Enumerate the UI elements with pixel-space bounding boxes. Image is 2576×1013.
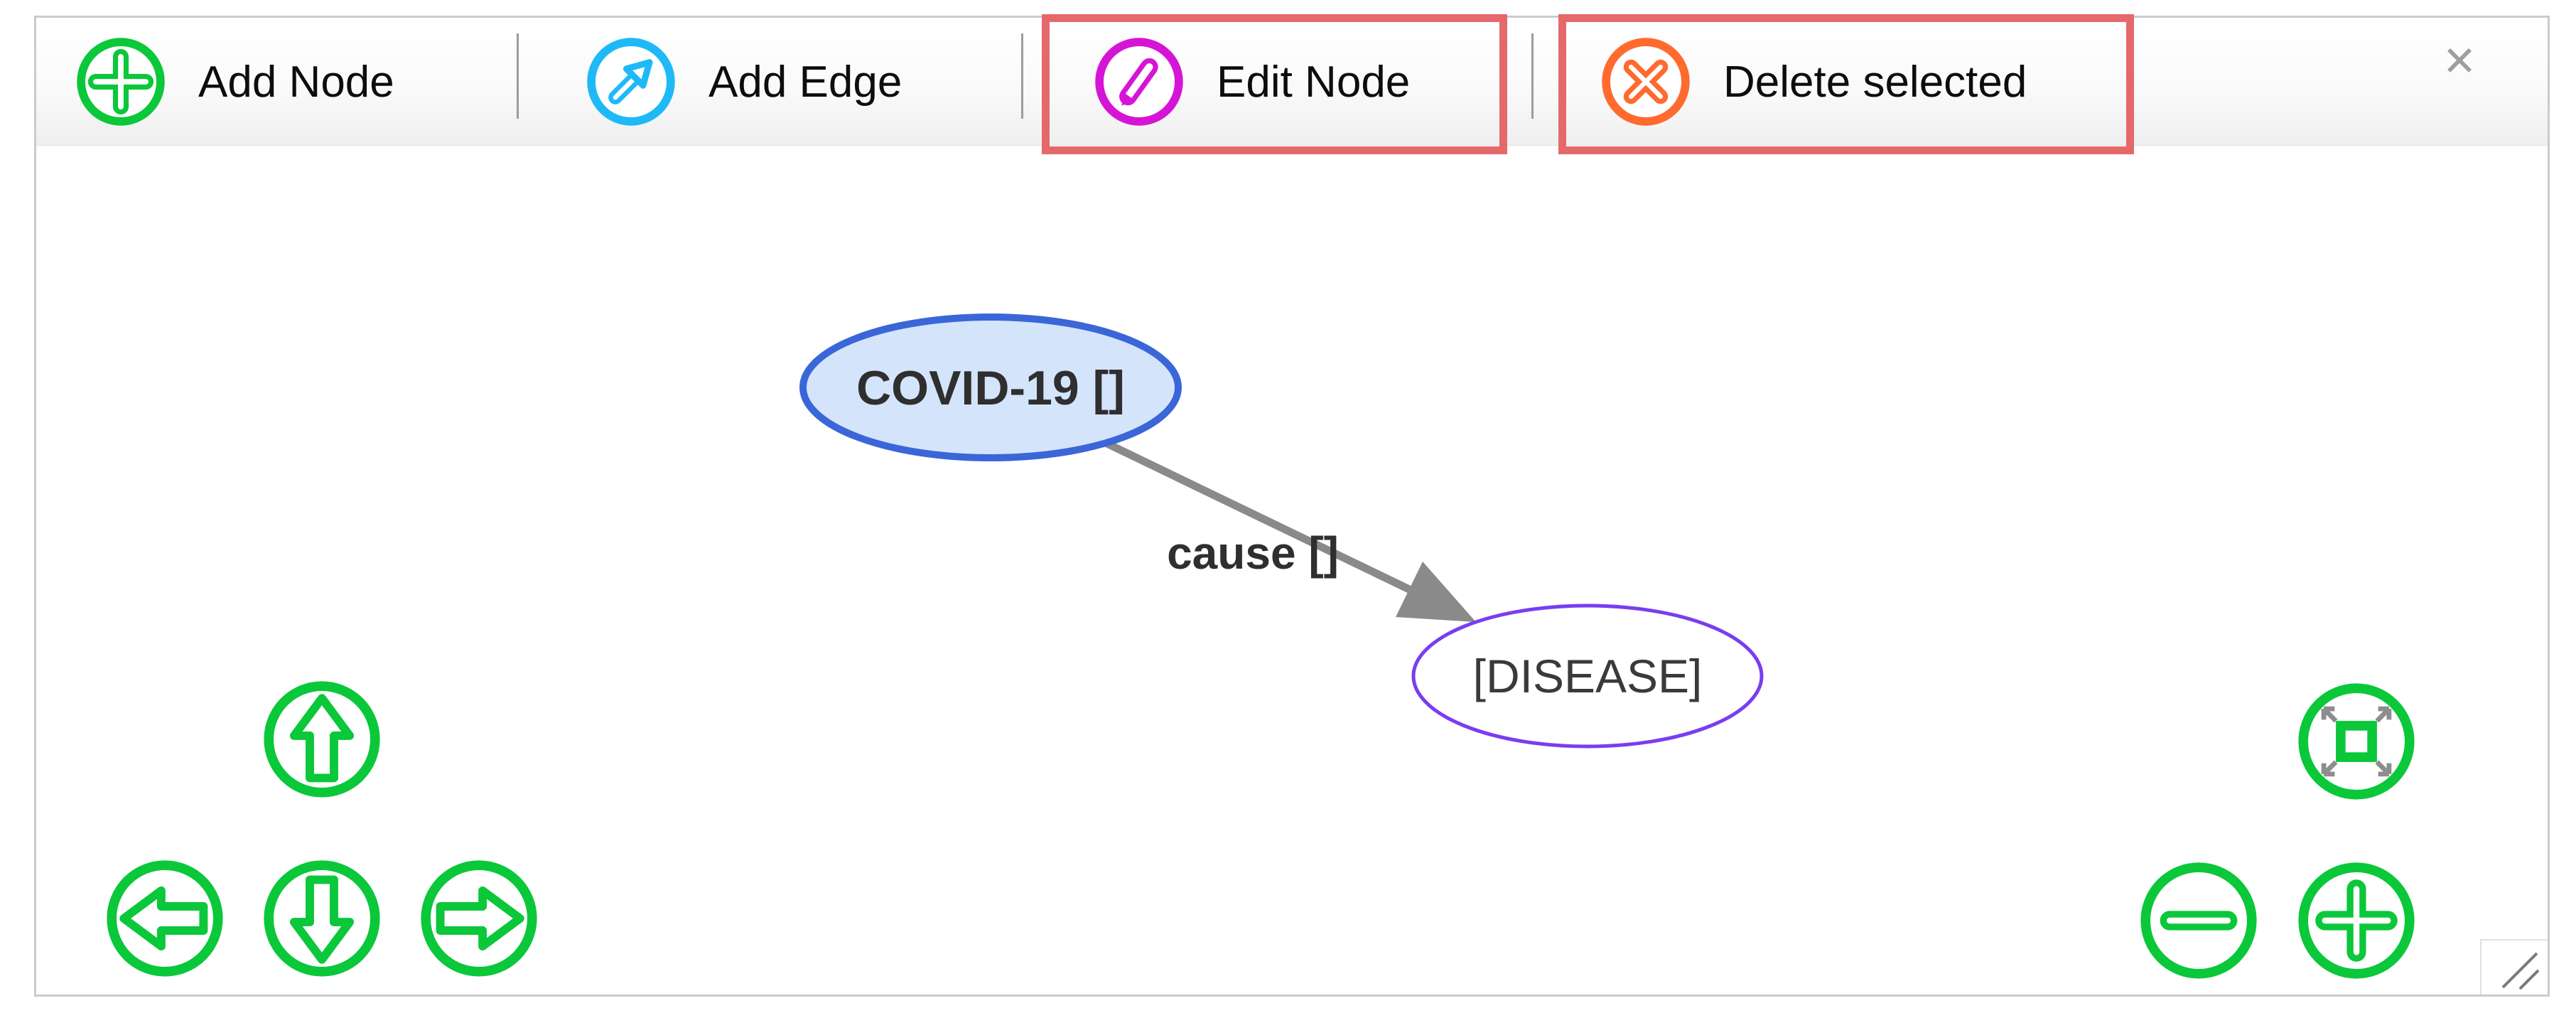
pencil-circle-icon (1095, 38, 1183, 126)
toolbar-separator (517, 33, 519, 119)
add-edge-button[interactable]: Add Edge (585, 36, 902, 128)
arrow-right-icon (421, 860, 537, 977)
delete-selected-label: Delete selected (1723, 57, 2027, 107)
pan-up-button[interactable] (262, 679, 382, 800)
node-covid19[interactable]: COVID-19 [] (799, 313, 1182, 461)
zoom-out-button[interactable] (2138, 860, 2259, 981)
zoom-in-button[interactable] (2296, 860, 2417, 981)
disease-node-label: [DISEASE] (1473, 650, 1703, 702)
network-canvas[interactable]: cause [] COVID-19 [] [DISEASE] (36, 18, 2548, 995)
covid19-node-label: COVID-19 [] (856, 361, 1125, 415)
edge-line (1104, 439, 1411, 593)
arrow-up-icon (264, 681, 380, 798)
edge-arrowhead-icon (1396, 562, 1476, 622)
edge-cause[interactable]: cause [] (1104, 439, 1476, 622)
minus-circle-icon (2140, 862, 2257, 979)
edge-label: cause [] (1167, 527, 1339, 579)
edit-node-button[interactable]: Edit Node (1093, 36, 1410, 128)
arrow-down-icon (264, 860, 380, 977)
zoom-fit-button[interactable] (2296, 681, 2417, 802)
resize-handle[interactable] (2480, 939, 2548, 995)
pan-down-button[interactable] (262, 858, 382, 979)
plus-circle-icon (77, 38, 165, 126)
plus-circle-icon (2298, 862, 2415, 979)
network-editor-window: Add Node Add Edge Edit Node (34, 16, 2550, 997)
edit-node-label: Edit Node (1217, 57, 1411, 107)
toolbar-separator (1021, 33, 1023, 119)
arrow-up-right-circle-icon (587, 38, 675, 126)
resize-grip-icon (2501, 952, 2540, 990)
pan-right-button[interactable] (419, 858, 539, 979)
disease-node-ellipse (1411, 604, 1764, 749)
arrow-left-icon (107, 860, 223, 977)
close-button[interactable]: ✕ (2431, 33, 2488, 90)
fit-view-icon (2298, 683, 2415, 800)
covid19-node-ellipse (799, 313, 1182, 461)
node-disease[interactable]: [DISEASE] (1411, 604, 1764, 749)
add-node-button[interactable]: Add Node (75, 36, 394, 128)
pan-left-button[interactable] (104, 858, 225, 979)
add-node-label: Add Node (198, 57, 394, 107)
delete-selected-button[interactable]: Delete selected (1600, 36, 2027, 128)
x-circle-icon (1602, 38, 1690, 126)
toolbar-separator (1531, 33, 1534, 119)
add-edge-label: Add Edge (708, 57, 902, 107)
